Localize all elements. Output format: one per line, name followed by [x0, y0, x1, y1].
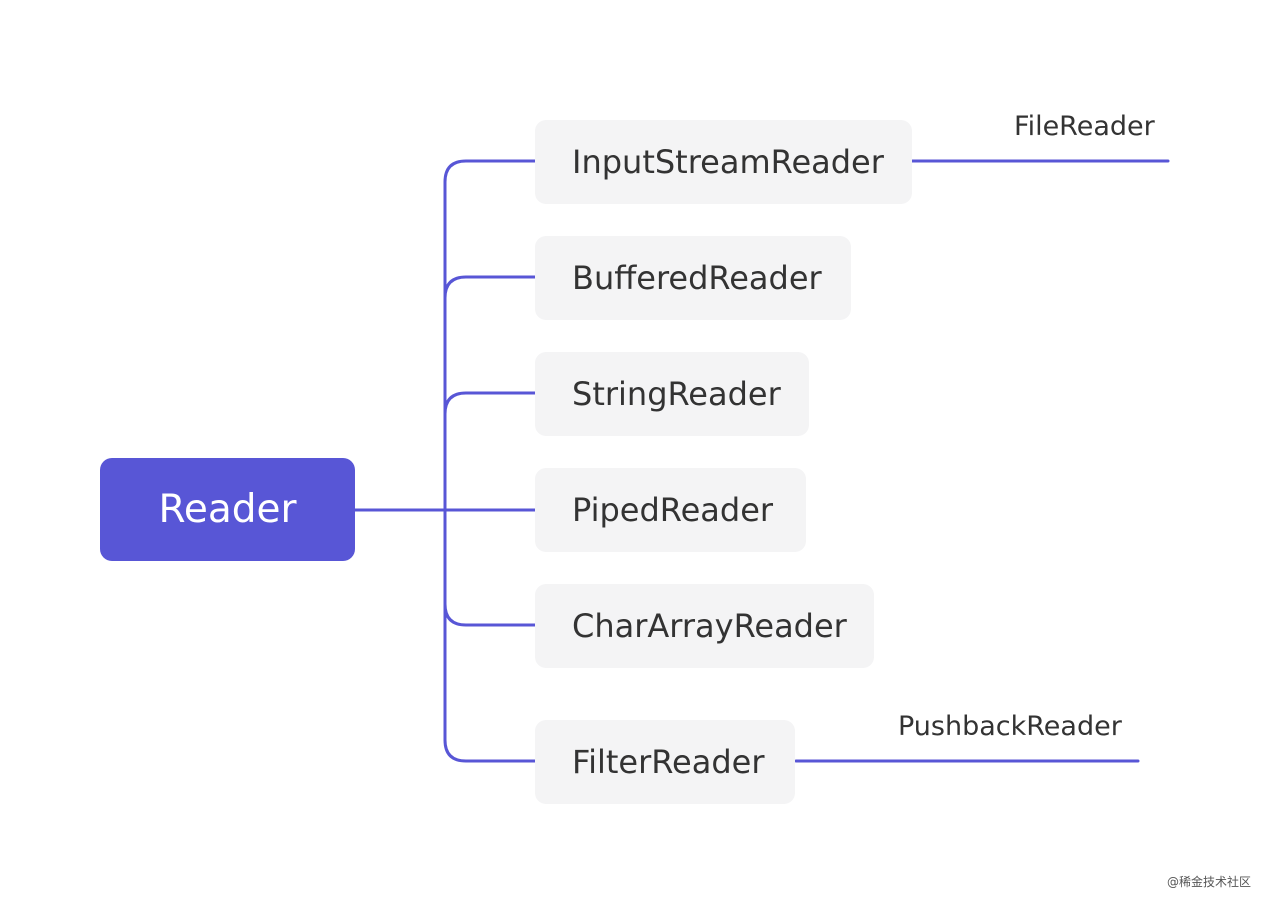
branch-stringreader: [443, 391, 537, 416]
leaf-pushbackreader[interactable]: PushbackReader: [898, 711, 1122, 742]
leaf-filereader[interactable]: FileReader: [1014, 111, 1155, 142]
node-label: InputStreamReader: [572, 143, 884, 181]
node-label: StringReader: [572, 375, 781, 413]
branch-charArrayreader: [443, 602, 537, 627]
node-chararrayreader[interactable]: CharArrayReader: [535, 584, 874, 668]
node-bufferedreader[interactable]: BufferedReader: [535, 236, 851, 320]
node-label: PipedReader: [572, 491, 774, 529]
node-label: BufferedReader: [572, 259, 822, 297]
node-filterreader[interactable]: FilterReader: [535, 720, 795, 804]
watermark: @稀金技术社区: [1166, 875, 1251, 889]
branch-inputstreamreader: [443, 159, 537, 184]
branch-filterreader: [443, 738, 537, 763]
branch-bufferedreader: [443, 275, 537, 300]
root-label: Reader: [158, 487, 297, 532]
node-stringreader[interactable]: StringReader: [535, 352, 809, 436]
reader-root-node[interactable]: Reader: [100, 458, 355, 561]
node-label: CharArrayReader: [572, 607, 847, 645]
node-pipedreader[interactable]: PipedReader: [535, 468, 806, 552]
node-label: FilterReader: [572, 743, 765, 781]
node-inputstreamreader[interactable]: InputStreamReader: [535, 120, 912, 204]
